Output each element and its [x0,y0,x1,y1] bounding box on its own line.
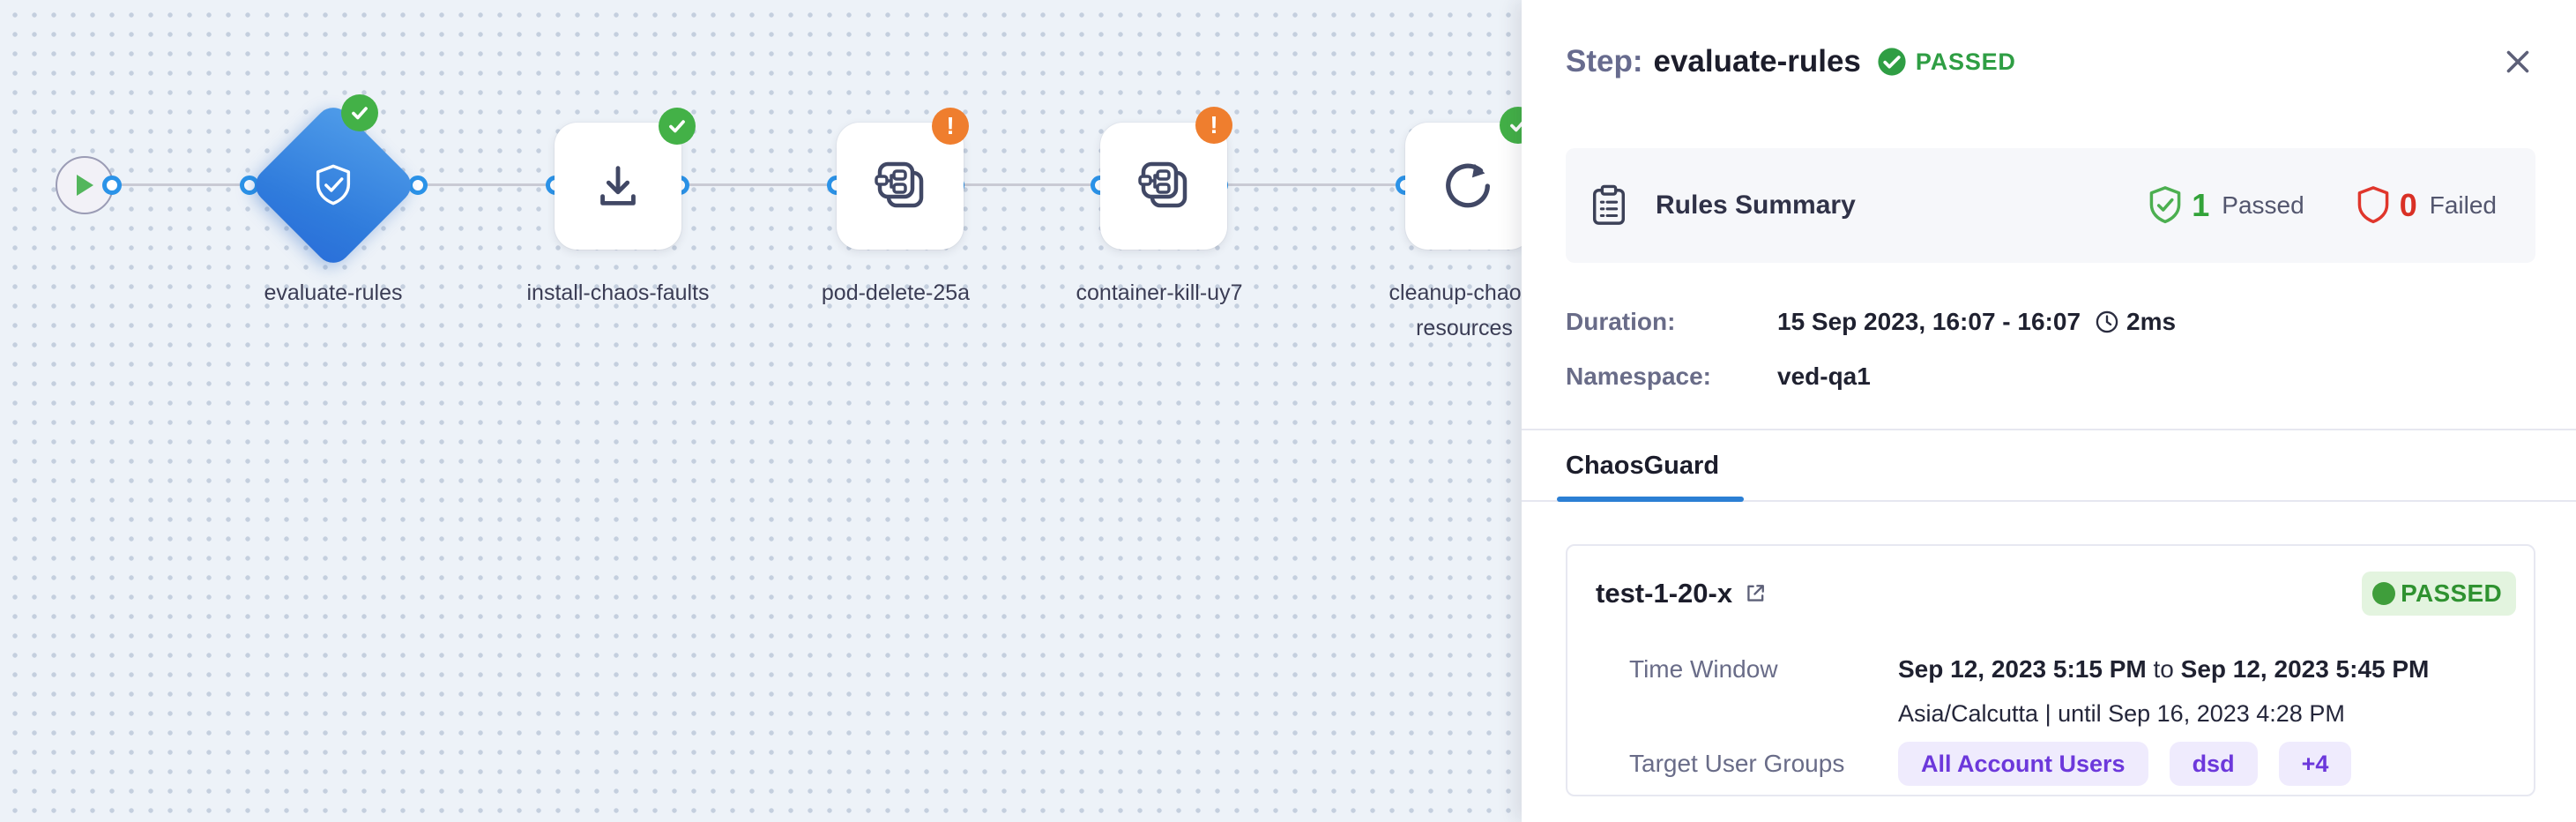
step-status: PASSED [1877,47,2016,77]
rule-card-header: test-1-20-x PASSED [1596,569,2516,618]
check-circle-icon [1878,48,1906,76]
time-window-from: Sep 12, 2023 5:15 PM [1898,655,2147,683]
node-pod-delete-25a[interactable] [837,123,964,250]
time-window-label: Time Window [1629,655,1778,683]
chaosguard-rule-card: test-1-20-x PASSED Time Window Sep 12, 2… [1566,544,2535,796]
user-group-tag: All Account Users [1898,742,2148,786]
duration-elapsed-value: 2ms [2126,308,2177,335]
rule-name[interactable]: test-1-20-x [1596,578,1733,609]
shield-check-icon [310,162,356,208]
namespace-row: Namespace: ved-qa1 [1566,349,2535,404]
node-install-chaos-faults[interactable] [555,123,681,250]
node-label: pod-delete-25a [821,280,971,305]
retry-icon [1446,163,1490,208]
target-user-groups-row: Target User Groups All Account Users dsd… [1596,742,2516,786]
time-window-to-word: to [2153,655,2174,683]
clock-icon [2096,310,2118,333]
step-label: Step: [1566,44,1643,78]
close-button[interactable] [2500,44,2535,79]
clipboard-icon [1592,184,1626,225]
step-details-panel: Step: evaluate-rules PASSED Rul [1522,0,2576,822]
shield-passed-icon [2149,186,2181,224]
rules-summary-section: Rules Summary 1 Passed 0 Failed [1566,148,2535,263]
time-window-to: Sep 12, 2023 5:45 PM [2180,655,2430,683]
status-dot [2372,582,2396,605]
step-status-text: PASSED [1915,48,2016,75]
timezone-line: Asia/Calcutta | until Sep 16, 2023 4:28 … [1898,700,2345,727]
rules-summary-title: Rules Summary [1656,191,1856,220]
time-window-value: Sep 12, 2023 5:15 PM to Sep 12, 2023 5:4… [1898,652,2429,687]
node-label: install-chaos-faults [526,280,710,305]
chaos-fault-icon [875,161,924,208]
user-group-pills: All Account Users dsd +4 [1898,742,2352,786]
time-window-row: Time Window Sep 12, 2023 5:15 PM to Sep … [1596,652,2516,687]
node-label: container-kill-uy7 [1076,280,1243,305]
passed-count: 1 [2192,187,2210,223]
step-name: evaluate-rules [1653,44,1861,78]
status-warning-badge: ! [1195,107,1232,144]
status-warning-badge: ! [932,108,969,145]
duration-elapsed: 2ms [2095,308,2176,336]
status-passed-badge [659,108,696,145]
namespace-label: Namespace: [1566,362,1711,390]
target-user-groups-label: Target User Groups [1629,750,1845,777]
node-container-kill-uy7[interactable] [1100,123,1227,250]
step-details: Duration: 15 Sep 2023, 16:07 - 16:07 2ms… [1566,295,2535,404]
tab-bar: ChaosGuard [1522,430,2576,502]
external-link-icon[interactable] [1743,581,1768,606]
tab-chaosguard[interactable]: ChaosGuard [1556,452,1745,502]
failed-count: 0 [2399,187,2417,223]
chaos-fault-icon [1138,161,1187,208]
rules-counts: 1 Passed 0 Failed [2146,184,2497,227]
play-icon [77,175,93,196]
namespace-value: ved-qa1 [1777,362,1871,390]
status-passed-badge [341,94,378,131]
close-icon [2506,50,2529,73]
section-divider [1522,429,2576,430]
rule-status-badge: PASSED [2362,572,2516,616]
node-label: cleanup-chaos-resources [1389,280,1540,340]
user-group-tag: dsd [2169,742,2258,786]
node-cleanup-chaos-resources[interactable] [1405,123,1532,250]
panel-header: Step: evaluate-rules PASSED [1566,37,2535,86]
passed-label: Passed [2222,191,2304,219]
duration-row: Duration: 15 Sep 2023, 16:07 - 16:07 2ms [1566,295,2535,349]
failed-label: Failed [2429,191,2497,219]
tab-label: ChaosGuard [1566,452,1720,480]
duration-label: Duration: [1566,308,1676,335]
pipeline-edge [85,183,1522,186]
node-label: evaluate-rules [264,280,403,305]
port [102,176,122,195]
duration-value: 15 Sep 2023, 16:07 - 16:07 [1777,308,2081,335]
rule-status-text: PASSED [2401,579,2502,607]
download-icon [600,166,636,206]
shield-failed-icon [2357,186,2389,224]
user-group-overflow-tag[interactable]: +4 [2278,742,2352,786]
